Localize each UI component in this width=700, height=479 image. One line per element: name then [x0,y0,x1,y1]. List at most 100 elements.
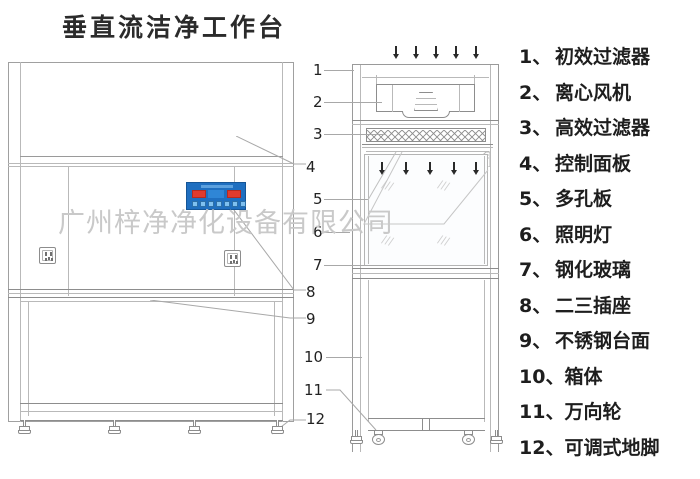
legend-label-10: 箱体 [564,365,603,388]
callout-3: 3 [313,125,323,143]
perforated-plate [366,151,489,152]
front-left-post [20,62,21,422]
page-title: 垂直流洁净工作台 [62,13,287,42]
cabinet-base-bracket [422,418,430,430]
panel-button-3[interactable] [208,201,214,207]
legend-item-4: 4、 控制面板 [519,149,697,185]
glass-inner-left [368,156,369,264]
legend-item-7: 7、 钢化玻璃 [519,255,697,291]
section-worktop-bottom [352,278,499,279]
legend-index-1: 1、 [519,46,552,68]
legend-label-8: 二三插座 [555,294,632,317]
front-chamber-left-inner [68,166,69,296]
section-worktop-mid [352,273,499,274]
callout-4: 4 [306,158,316,176]
callout-11: 11 [304,381,324,399]
callout-8: 8 [306,283,316,301]
legend-label-11: 万向轮 [564,401,622,423]
legend-index-10: 10、 [519,365,565,388]
hepa-media-svg [367,129,485,141]
front-bottom-rail-top [20,403,283,404]
panel-button-7[interactable] [240,201,246,207]
front-leg-right [282,301,283,416]
front-hood-edge-bottom [8,163,294,164]
panel-button-row[interactable] [192,201,246,207]
leader-1 [324,70,354,71]
panel-button-2[interactable] [200,201,206,207]
fan-motor-line2 [415,104,437,105]
socket-left[interactable] [39,247,56,264]
section-top-edge [352,64,499,65]
legend-label-3: 高效过滤器 [555,117,651,139]
legend-index-4: 4、 [519,152,552,175]
legend-label-4: 控制面板 [555,152,632,175]
legend-list: 1、 初效过滤器 2、 离心风机 3、 高效过滤器 4、 控制面板 5、 多孔板… [519,42,697,468]
cabinet-base-bottom [368,430,485,431]
callout-9: 9 [306,310,316,328]
legend-item-1: 1、 初效过滤器 [519,42,697,78]
section-outer-right [498,64,499,452]
leader-2 [324,102,382,103]
front-hood-edge-top [20,156,283,157]
fan-duct-right [474,75,475,85]
cabinet-base-top [368,418,485,419]
legend-index-7: 7、 [519,259,552,281]
legend-label-9: 不锈钢台面 [555,330,651,352]
socket-right[interactable] [224,250,241,267]
legend-index-12: 12、 [519,436,565,459]
front-leg-left [20,301,21,416]
cabinet-inner-left [368,280,369,422]
pre-filter-frame-bottom [362,77,489,78]
front-right-post [282,62,283,422]
section-worktop-top [352,268,499,269]
front-hood-edge-bottom2 [8,166,294,167]
panel-button-4[interactable] [216,201,222,207]
legend-item-10: 10、 箱体 [519,362,697,398]
panel-button-6[interactable] [232,201,238,207]
legend-index-11: 11、 [519,401,565,423]
legend-item-9: 9、 不锈钢台面 [519,326,697,362]
fan-outlet [402,111,450,118]
callout-10: 10 [304,348,324,366]
front-bottom-rail-bottom [20,420,283,421]
front-bottom-rail-mid [20,411,283,412]
leader-3 [324,134,386,135]
front-chamber-right-inner [234,166,235,296]
leader-4 [236,136,306,165]
fan-housing-right [459,85,460,112]
pre-filter-svg [362,72,489,75]
panel-button-1[interactable] [192,201,198,207]
callout-7: 7 [313,256,323,274]
hepa-gasket [362,147,493,148]
legend-index-8: 8、 [519,294,552,317]
pre-filter [362,66,489,75]
legend-item-8: 8、 二三插座 [519,291,697,327]
cabinet-inner-right [484,280,485,422]
worktop-mid-edge [8,293,294,294]
section-elevation-view: /// /// /// /// [330,46,510,452]
plenum-floor-top [352,120,499,121]
worktop-apron-edge [20,301,283,302]
leader-6 [324,232,350,233]
fan-motor-line1 [416,98,436,99]
leader-7 [324,265,390,266]
legend-label-1: 初效过滤器 [555,46,651,68]
plenum-floor-bottom [352,124,499,125]
legend-index-2: 2、 [519,81,552,104]
front-leg-left-inner [28,301,29,416]
callout-1: 1 [313,61,323,79]
control-panel[interactable] [186,182,246,210]
panel-button-5[interactable] [224,201,230,207]
legend-label-2: 离心风机 [555,81,632,104]
hepa-filter [366,128,486,142]
callout-6: 6 [313,223,323,241]
callout-12: 12 [306,410,326,428]
leader-11 [326,389,377,431]
legend-index-9: 9、 [519,330,552,352]
fan-duct-left [376,75,377,85]
section-outer-left [352,64,353,452]
tempered-glass-chamber [364,154,488,266]
legend-label-12: 可调式地脚 [564,436,660,459]
section-inner-right [490,64,491,452]
